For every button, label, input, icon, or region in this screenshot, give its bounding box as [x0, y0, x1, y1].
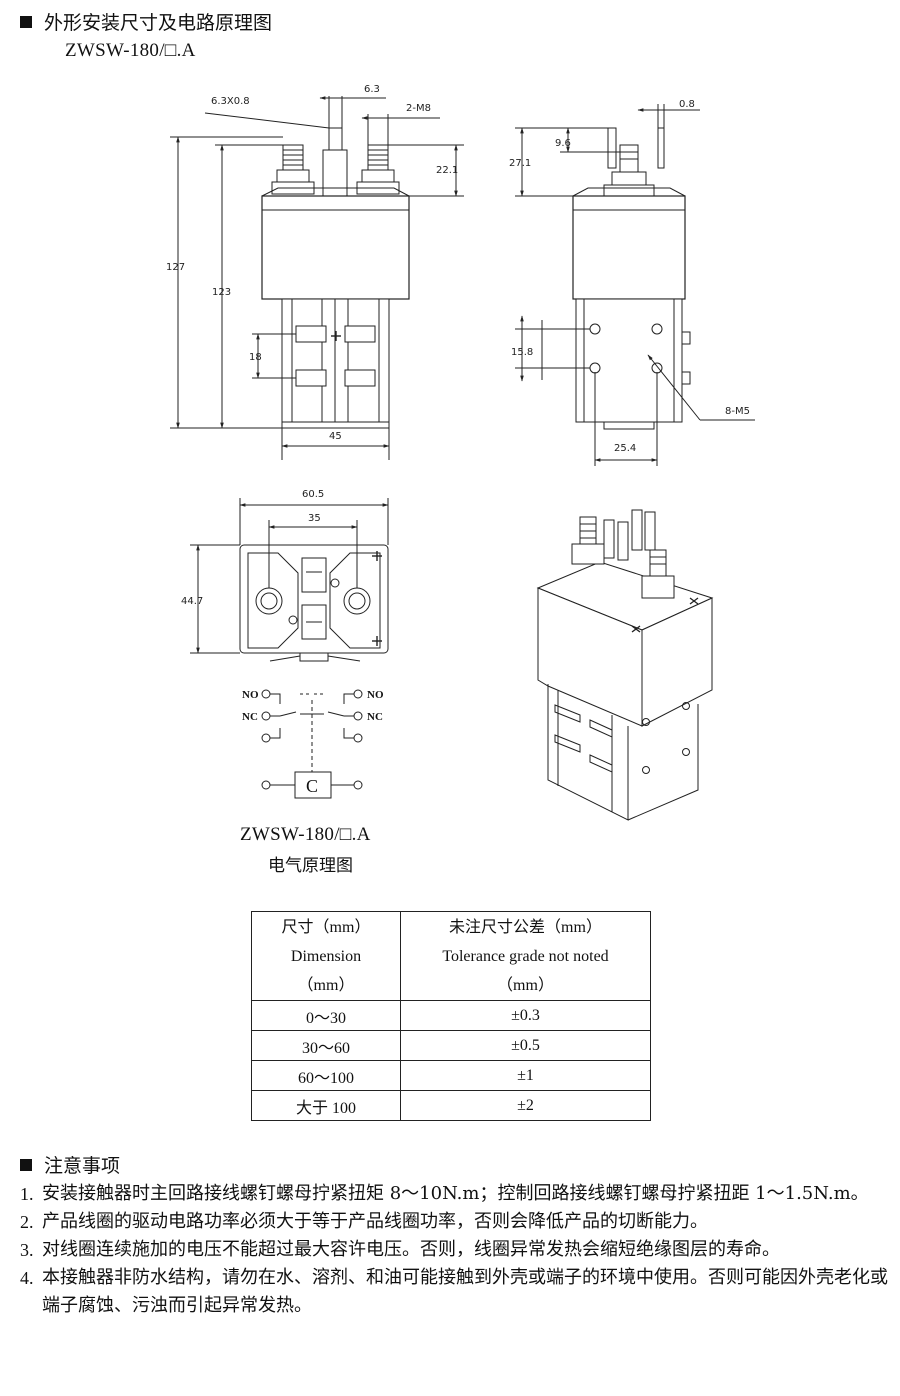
- notes-title: 注意事项: [44, 1155, 121, 1177]
- list-item: 4. 本接触器非防水结构，请勿在水、溶剂、和油可能接触到外壳或端子的环境中使用。…: [20, 1267, 888, 1316]
- dim-total-height: 127: [166, 262, 185, 273]
- side-view-labels: 0.8 9.6 27.1 15.8 8-M5 25.4: [509, 99, 750, 454]
- range-cell: 0～30: [251, 1000, 401, 1031]
- range-cell: 大于 100: [251, 1090, 401, 1121]
- range-cell: 30～60: [251, 1030, 401, 1061]
- dim-body-height: 123: [212, 287, 231, 298]
- section-heading: 外形安装尺寸及电路原理图: [20, 8, 272, 35]
- list-item: 3. 对线圈连续施加的电压不能超过最大容许电压。否则，线圈异常发热会缩短绝缘图层…: [20, 1239, 780, 1260]
- dim-stud-height: 22.1: [436, 165, 458, 176]
- range-cell: 60～100: [251, 1060, 401, 1091]
- section-title: 外形安装尺寸及电路原理图: [44, 12, 273, 34]
- table-row: 60～100 ±1: [251, 1060, 651, 1091]
- top-view-labels: 60.5 35 44.7: [181, 489, 324, 607]
- dim-top-width: 6.3: [364, 84, 380, 95]
- stud-right: [356, 144, 400, 195]
- label-nc-right: NC: [367, 711, 383, 723]
- model-name: ZWSW-180/□.A: [65, 40, 196, 61]
- side-view: [515, 104, 755, 466]
- notes-list: 1. 安装接触器时主回路接线螺钉螺母拧紧扭矩 8～10N.m；控制回路接线螺钉螺…: [20, 1180, 890, 1320]
- circuit-model: ZWSW-180/□.A: [240, 824, 371, 845]
- dim-terminal-size: 6.3X0.8: [211, 96, 250, 107]
- dim-depth: 44.7: [181, 596, 203, 607]
- dim-top-width: 60.5: [302, 489, 324, 500]
- circuit-diagram: [261, 689, 363, 799]
- notes-heading: 注意事项: [20, 1151, 120, 1178]
- dim-thread: 2-M8: [406, 103, 431, 114]
- circuit-caption: 电气原理图: [268, 856, 353, 876]
- circuit-labels: NO NO NC NC C: [242, 689, 384, 796]
- table-row: 30～60 ±0.5: [251, 1030, 651, 1061]
- header-tolerance: 未注尺寸公差（mm） Tolerance grade not noted （mm…: [400, 911, 651, 1001]
- dim-hole-spacing: 15.8: [511, 347, 533, 358]
- tol-cell: ±0.3: [400, 1000, 651, 1031]
- label-no-left: NO: [242, 689, 259, 701]
- table-row: 0～30 ±0.3: [251, 1000, 651, 1031]
- dim-width: 45: [329, 431, 342, 442]
- isometric-view: [536, 509, 714, 821]
- top-view: [190, 498, 389, 662]
- table-row: 大于 100 ±2: [251, 1090, 651, 1121]
- dim-gap: 0.8: [679, 99, 695, 110]
- technical-drawing: 6.3X0.8 6.3 2-M8 22.1 127 123 18 45: [166, 84, 755, 821]
- tol-cell: ±1: [400, 1060, 651, 1091]
- table-header-row: 尺寸（mm） Dimension （mm） 未注尺寸公差（mm） Toleran…: [251, 911, 651, 1001]
- bullet-square-icon: [20, 15, 32, 28]
- list-item: 1. 安装接触器时主回路接线螺钉螺母拧紧扭矩 8～10N.m；控制回路接线螺钉螺…: [20, 1183, 869, 1204]
- label-coil: C: [306, 776, 318, 796]
- dim-tab-spacing: 18: [249, 352, 262, 363]
- dim-base-width: 25.4: [614, 443, 636, 454]
- label-nc-left: NC: [242, 711, 258, 723]
- stud-left: [271, 144, 315, 195]
- dim-stud-spacing: 35: [308, 513, 321, 524]
- tol-cell: ±2: [400, 1090, 651, 1121]
- tolerance-table: 尺寸（mm） Dimension （mm） 未注尺寸公差（mm） Toleran…: [251, 911, 651, 1121]
- front-view-labels: 6.3X0.8 6.3 2-M8 22.1 127 123 18 45: [166, 84, 458, 442]
- dim-holes: 8-M5: [725, 406, 750, 417]
- tol-cell: ±0.5: [400, 1030, 651, 1061]
- dim-tab-height: 9.6: [555, 138, 571, 149]
- label-no-right: NO: [367, 689, 384, 701]
- front-view: [170, 96, 464, 460]
- header-dimension: 尺寸（mm） Dimension （mm）: [251, 911, 401, 1001]
- dim-stud-height-side: 27.1: [509, 158, 531, 169]
- bullet-square-icon: [20, 1158, 32, 1171]
- list-item: 2. 产品线圈的驱动电路功率必须大于等于产品线圈功率，否则会降低产品的切断能力。: [20, 1211, 708, 1232]
